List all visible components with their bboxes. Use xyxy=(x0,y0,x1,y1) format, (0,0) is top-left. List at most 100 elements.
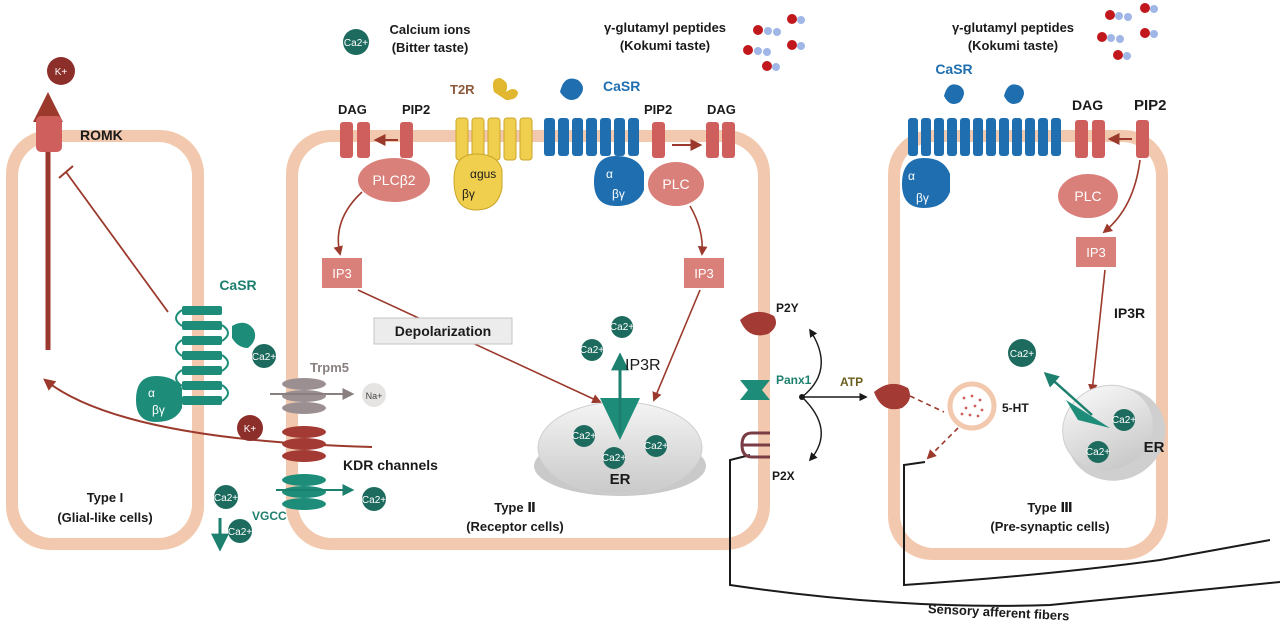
type3-membrane-proteins: CaSR α βγ DAG PIP2 xyxy=(902,61,1167,208)
sensory-fibers xyxy=(729,454,1280,607)
kokumi-label: (Kokumi taste) xyxy=(620,38,710,53)
plcb2-label: PLCβ2 xyxy=(372,172,415,188)
casr-receptor-blue xyxy=(544,118,639,156)
pip2-right-label: PIP2 xyxy=(644,102,672,117)
depolarization-label: Depolarization xyxy=(395,323,491,339)
type3-plc-enzyme xyxy=(1058,174,1118,218)
t2r-receptor xyxy=(455,117,533,161)
ca-out-label: Ca2+ xyxy=(362,495,386,506)
sodium-ion-icon xyxy=(362,383,386,407)
vgcc-calcium-icon-2 xyxy=(228,519,252,543)
type2-ip3r-label: IP3R xyxy=(625,357,661,374)
type1-betagamma-label: βγ xyxy=(152,403,165,417)
type1-labels: Type I (Glial-like cells) xyxy=(57,490,152,525)
legend-peptides-right: γ-glutamyl peptides (Kokumi taste) xyxy=(952,3,1158,60)
casr-flytrap-icon-1 xyxy=(944,84,964,104)
legend-peptides-left: γ-glutamyl peptides (Kokumi taste) xyxy=(604,14,805,71)
type3-ca-cyto-label: Ca2+ xyxy=(1010,349,1034,360)
calcium-label: Calcium ions xyxy=(390,22,471,37)
casr-flytrap-icon-2 xyxy=(1004,84,1024,104)
type2-ca-2: Ca2+ xyxy=(580,345,604,356)
plc-enzyme xyxy=(648,162,704,206)
na-label: Na+ xyxy=(366,391,383,401)
type2-ca-1: Ca2+ xyxy=(610,322,634,333)
serotonin-label: 5-HT xyxy=(1002,401,1029,415)
type3-ca-2: Ca2+ xyxy=(1086,447,1110,458)
type2-subtitle: (Receptor cells) xyxy=(466,519,564,534)
ip3-right-label: IP3 xyxy=(694,266,714,281)
casr-receptor-teal xyxy=(175,306,256,405)
plcb2-enzyme xyxy=(358,158,430,202)
p2x-label: P2X xyxy=(772,469,795,483)
peptide-molecules-icon-right xyxy=(1097,3,1158,60)
peptide-molecules-icon xyxy=(743,14,805,71)
bitter-taste-label: (Bitter taste) xyxy=(392,40,469,55)
p2y-label: P2Y xyxy=(776,301,799,315)
atp-signaling: P2Y Panx1 P2X ATP xyxy=(740,301,910,483)
vgcc-calcium-icon-1 xyxy=(214,485,238,509)
g-protein-type1 xyxy=(136,376,182,422)
peptides-label: γ-glutamyl peptides xyxy=(604,20,726,35)
type3-alpha-label: α xyxy=(908,169,915,183)
fibers-label: Sensory afferent fibers xyxy=(928,601,1070,623)
type3-casr-label: CaSR xyxy=(935,61,972,77)
vesicle-dots xyxy=(960,394,984,418)
calcium-legend-symbol: Ca2+ xyxy=(344,38,368,49)
type1-cell xyxy=(6,130,204,550)
type1-casr: CaSR Ca2+ α βγ xyxy=(136,277,276,422)
potassium-ion-icon xyxy=(47,57,75,85)
t2r-ligand-icon xyxy=(492,78,518,100)
p2y-receptor xyxy=(740,311,776,336)
type2-betagamma-label: βγ xyxy=(612,187,625,201)
p2x-receptor xyxy=(740,431,770,459)
t2r-label: T2R xyxy=(450,82,475,97)
type3-pip2-label: PIP2 xyxy=(1134,97,1167,114)
ip3-left-box xyxy=(322,258,362,288)
ip3-left-label: IP3 xyxy=(332,266,352,281)
type1-casr-label: CaSR xyxy=(219,277,256,293)
kokumi-label-right: (Kokumi taste) xyxy=(968,38,1058,53)
legend-calcium: Ca2+ Calcium ions (Bitter taste) xyxy=(343,22,470,55)
type2-membrane-proteins: DAG PIP2 T2R αgus βγ CaSR α xyxy=(338,78,736,211)
type3-plc-pathway: PLC IP3 IP3R xyxy=(1058,159,1145,394)
kdr-label: KDR channels xyxy=(343,457,438,473)
type3-betagamma-label: βγ xyxy=(916,191,929,205)
type2-title: Type Ⅱ xyxy=(494,500,536,515)
romk-channel xyxy=(36,116,62,152)
kplus-label: K+ xyxy=(244,424,257,435)
romk-inhibition-line xyxy=(65,171,169,313)
alpha-gus-label: αgus xyxy=(470,167,496,181)
g-protein-type2 xyxy=(594,156,644,206)
type2-plc-pathway: PLCβ2 PLC IP3 IP3 Depolarization xyxy=(322,158,724,404)
type2-labels: Type Ⅱ (Receptor cells) xyxy=(466,500,564,534)
peptides-label-right: γ-glutamyl peptides xyxy=(952,20,1074,35)
type1-kplus-efflux: K+ ROMK xyxy=(33,57,373,448)
type3-vesicle: 5-HT xyxy=(909,381,1029,460)
panx1-label: Panx1 xyxy=(776,373,812,387)
type3-er-label: ER xyxy=(1144,439,1165,456)
type1-ca-bound-label: Ca2+ xyxy=(252,352,276,363)
ip3-right-box xyxy=(684,258,724,288)
vgcc-label: VGCC xyxy=(252,509,287,523)
type3-ip3-box xyxy=(1076,237,1116,267)
atp-label: ATP xyxy=(840,375,863,389)
dag-left-label: DAG xyxy=(338,102,367,117)
ca-channel-type2: Ca2+ xyxy=(276,474,386,511)
serotonin-release-arrow xyxy=(926,427,959,460)
type2-er-label: ER xyxy=(610,471,631,488)
type3-cytosolic-ca-icon xyxy=(1008,339,1036,367)
type2-ca-5: Ca2+ xyxy=(644,441,668,452)
calcium-out-icon xyxy=(362,487,386,511)
trpm5-channel: Trpm5 Na+ xyxy=(270,360,386,414)
vgcc-group: Ca2+ Ca2+ VGCC xyxy=(211,485,287,552)
vgcc-ca-label-2: Ca2+ xyxy=(228,527,252,538)
type3-plc-label: PLC xyxy=(1074,188,1101,204)
type3-casr-receptor xyxy=(908,118,1061,156)
pip2-left-label: PIP2 xyxy=(402,102,430,117)
dag-right-label: DAG xyxy=(707,102,736,117)
type2-plc-label: PLC xyxy=(662,176,689,192)
type3-dag-label: DAG xyxy=(1072,97,1103,113)
type3-er: Ca2+ Ca2+ Ca2+ ER xyxy=(1008,339,1166,481)
type2-ca-3: Ca2+ xyxy=(572,431,596,442)
